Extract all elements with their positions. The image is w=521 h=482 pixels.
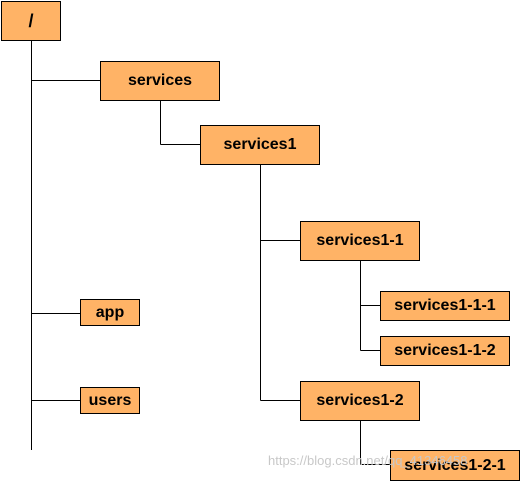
node-services1-1-1[interactable]: services1-1-1: [380, 291, 510, 321]
node-services1-1[interactable]: services1-1: [300, 221, 420, 261]
node-app-label: app: [95, 303, 125, 321]
watermark-text: https://blog.csdn.net/qq_41346458: [268, 453, 468, 468]
node-services1[interactable]: services1: [200, 125, 320, 165]
node-services-label: services: [127, 72, 193, 89]
node-services1-2-1[interactable]: services1-2-1: [390, 450, 520, 481]
node-users-label: users: [88, 391, 132, 409]
node-root[interactable]: /: [1, 1, 61, 41]
node-services[interactable]: services: [100, 61, 220, 101]
node-services1-1-1-label: services1-1-1: [394, 297, 496, 314]
node-app[interactable]: app: [80, 299, 140, 326]
node-services1-1-2[interactable]: services1-1-2: [380, 336, 510, 366]
node-services1-2[interactable]: services1-2: [300, 381, 420, 421]
node-services1-2-1-label: services1-2-1: [404, 456, 506, 474]
node-services1-label: services1: [223, 136, 297, 153]
node-users[interactable]: users: [80, 387, 140, 414]
node-root-label: /: [28, 10, 34, 31]
node-services1-1-label: services1-1: [316, 232, 404, 249]
node-services1-2-label: services1-2: [316, 392, 404, 409]
node-services1-1-2-label: services1-1-2: [394, 342, 496, 359]
